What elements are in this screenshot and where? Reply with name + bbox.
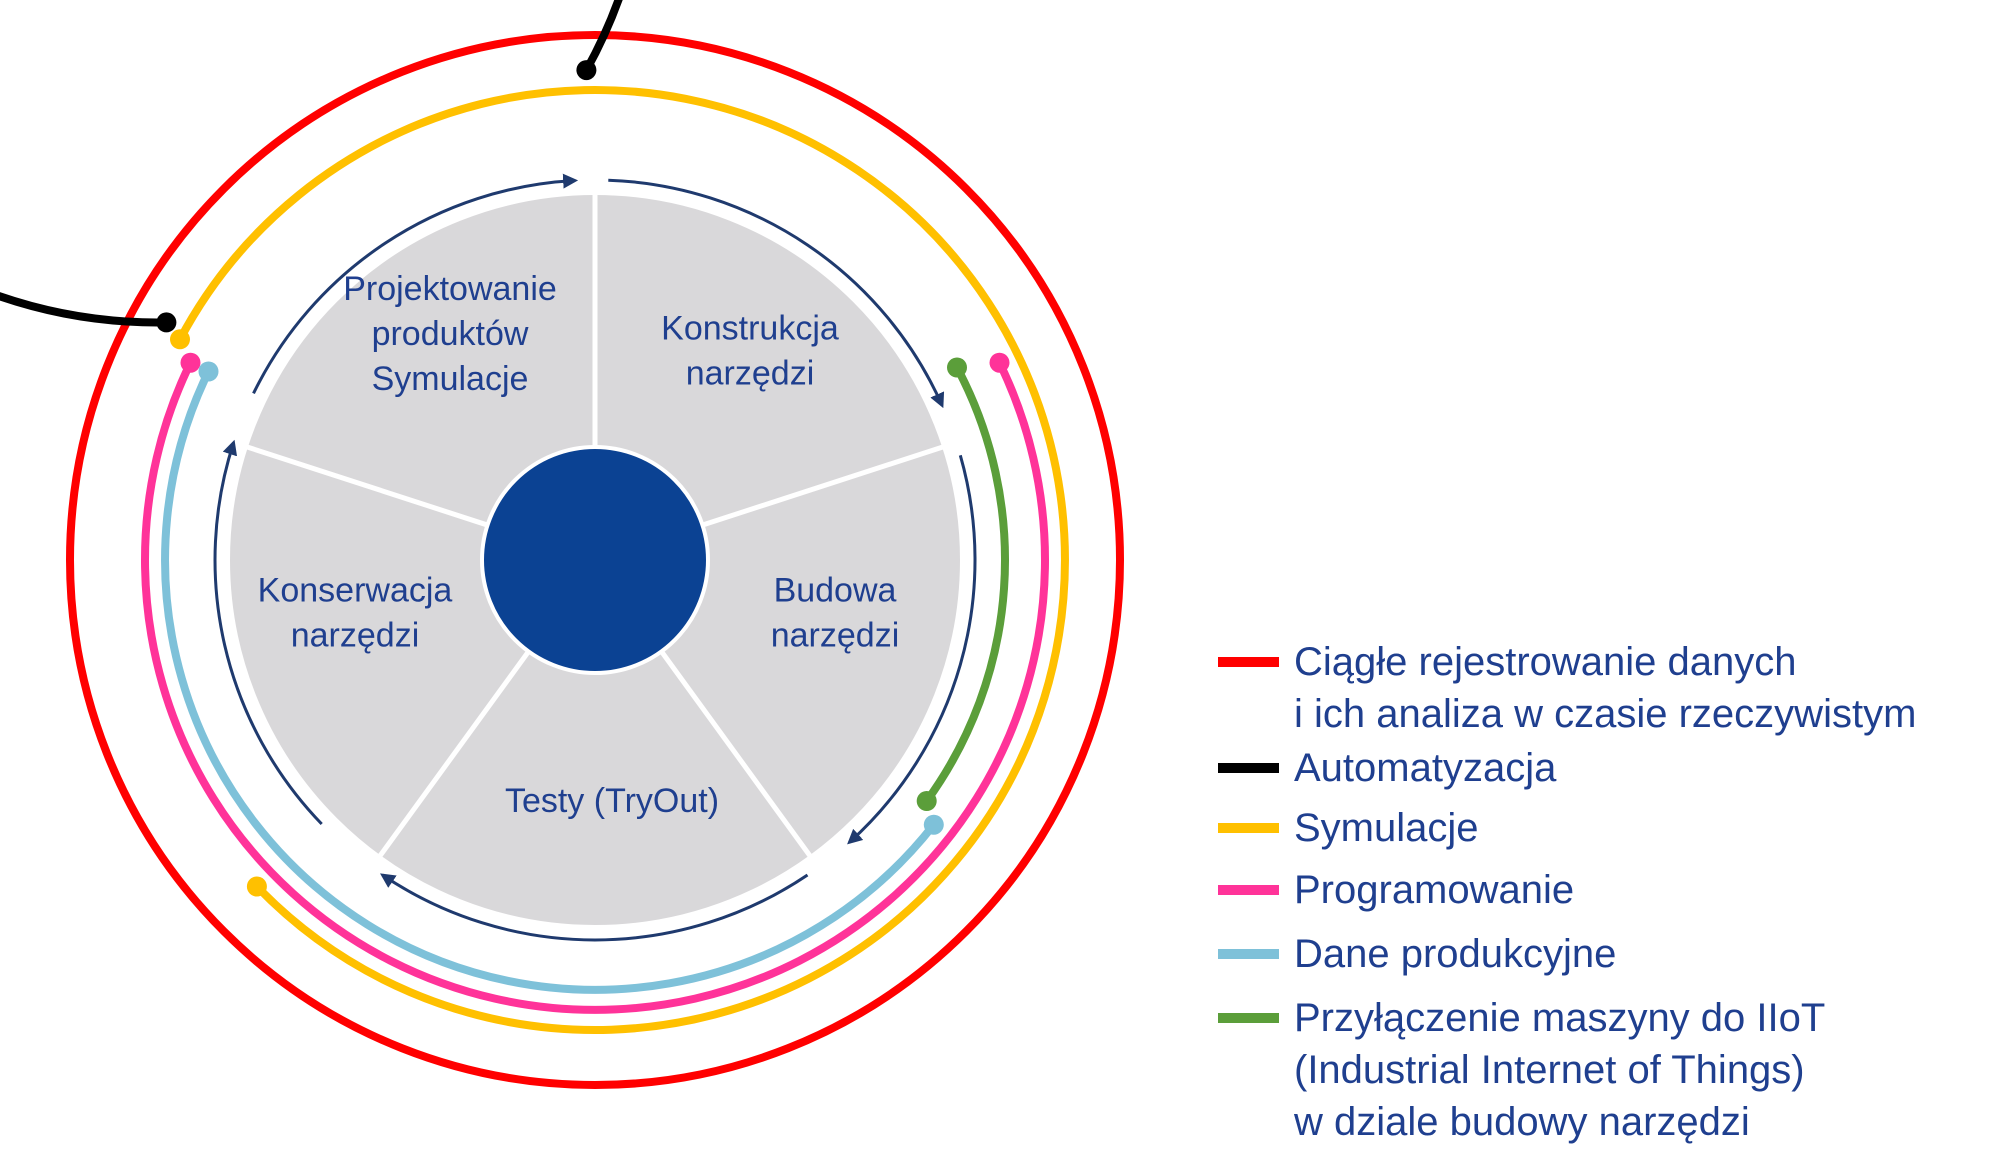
legend-text-line: i ich analiza w czasie rzeczywistym	[1294, 692, 1917, 736]
segment-label-line: Symulacje	[372, 360, 529, 398]
simulation-end-dot-top	[170, 329, 190, 350]
iiot-end-dot-bottom	[916, 791, 937, 811]
segment-label-line: narzędzi	[771, 617, 900, 655]
legend-text-line: Ciągłe rejestrowanie danych	[1294, 640, 1797, 684]
legend-text-line: Przyłączenie maszyny do IIoT	[1294, 996, 1826, 1040]
segment-label-line: Budowa	[774, 572, 897, 610]
segment-label-line: narzędzi	[686, 355, 815, 393]
segment-label-line: produktów	[372, 315, 529, 353]
flow-arrow-design-to-construction	[252, 173, 579, 395]
legend-text: Programowanie	[1294, 864, 1994, 916]
legend-text: Automatyzacja	[1294, 742, 1994, 794]
legend-text-line: (Industrial Internet of Things)	[1294, 1048, 1805, 1092]
flow-arrow-building-to-tests	[847, 454, 977, 845]
production-data-end-dot-left	[198, 361, 219, 382]
segment-label-line: Konstrukcja	[661, 310, 839, 348]
segment-label-building: Budowa narzędzi	[771, 572, 900, 655]
production-data-arc	[161, 369, 937, 994]
legend-text: Ciągłe rejestrowanie danych i ich analiza…	[1294, 636, 1994, 740]
simulation-arc	[176, 86, 1069, 1034]
wheel-rim	[226, 191, 964, 929]
flow-arrows	[213, 173, 977, 942]
legend-text: Przyłączenie maszyny do IIoT (Industrial …	[1294, 992, 1994, 1148]
segment-label-line: Projektowanie	[343, 270, 557, 308]
legend-text: Symulacje	[1294, 802, 1994, 854]
legend-text-line: Dane produkcyjne	[1294, 932, 1617, 976]
legend-swatch	[1218, 657, 1279, 667]
legend-text-line: Programowanie	[1294, 868, 1575, 912]
programming-end-dot-left	[180, 352, 201, 373]
legend-swatch	[1218, 763, 1279, 773]
automation-end-dot-top	[576, 60, 597, 81]
simulation-end-dot-bottom	[246, 876, 267, 897]
feature-arcs	[0, 0, 1124, 1089]
legend-text-line: Automatyzacja	[1294, 746, 1557, 790]
legend-text-line: Symulacje	[1294, 806, 1479, 850]
segment-label-tests: Testy (TryOut)	[505, 782, 719, 820]
flow-arrow-maintenance-to-design	[213, 439, 323, 826]
production-data-end-dot-right	[923, 814, 944, 835]
iiot-arc	[923, 365, 1009, 804]
legend-swatch	[1218, 823, 1279, 833]
programming-arc	[141, 360, 1049, 1014]
continuous-data-ring	[66, 31, 1124, 1089]
automation-end-dot-left	[156, 312, 177, 333]
legend-swatch	[1218, 949, 1279, 959]
programming-end-dot-right	[989, 352, 1010, 373]
legend-swatch	[1218, 885, 1279, 895]
flow-arrow-construction-to-building	[608, 178, 945, 409]
segment-label-line: Konserwacja	[258, 572, 453, 610]
legend-text: Dane produkcyjne	[1294, 928, 1994, 980]
segment-label-construction: Konstrukcja narzędzi	[661, 310, 839, 393]
legend-text-line: w dziale budowy narzędzi	[1294, 1100, 1750, 1144]
segment-label-maintenance: Konserwacja narzędzi	[258, 572, 453, 655]
segment-label-line: narzędzi	[291, 617, 420, 655]
iiot-end-dot-top	[947, 357, 967, 378]
segment-label-line: Testy (TryOut)	[505, 782, 719, 820]
center-hub	[480, 445, 710, 675]
process-wheel	[226, 191, 964, 929]
flow-arrow-tests-to-maintenance	[380, 873, 809, 942]
legend-swatch	[1218, 1013, 1279, 1023]
